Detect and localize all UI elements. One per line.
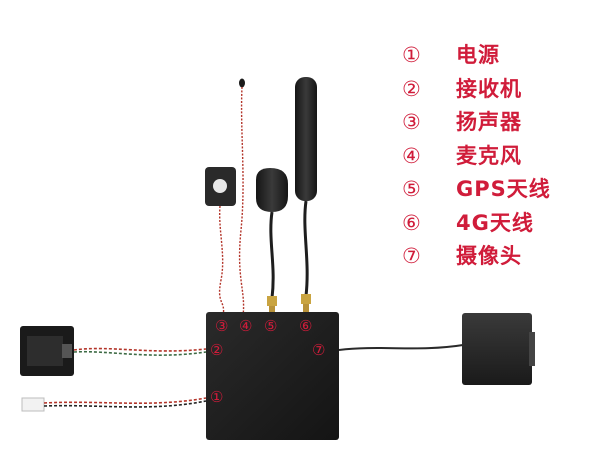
legend-item-microphone: ④ 麦克风 [402,143,582,177]
camera-device [338,313,535,385]
lte-antenna-device [295,77,317,315]
legend-label: 扬声器 [456,110,522,134]
legend-number: ④ [402,143,421,168]
legend-label: 4G天线 [456,210,534,235]
lte-connector-pin [303,304,309,315]
legend-item-gps-antenna: ⑤ GPS天线 [402,176,582,210]
gps-antenna-cable [269,211,275,299]
port-label-lte: ⑥ [299,317,313,335]
legend-label: 电源 [456,43,500,67]
legend-label: GPS天线 [456,177,551,201]
port-label-receiver: ② [210,341,224,359]
port-label-microphone: ④ [239,317,253,335]
legend-label: 接收机 [456,76,522,101]
legend-number: ⑥ [402,210,421,235]
legend-item-camera: ⑦ 摄像头 [402,243,582,277]
receiver-port [62,344,72,358]
receiver-wire-red [73,347,207,352]
legend: ① 电源 ② 接收机 ③ 扬声器 ④ 麦克风 ⑤ GPS天线 ⑥ 4G天线 ⑦ … [402,42,582,277]
microphone-wire [238,86,245,317]
power-plug [21,397,45,412]
gps-antenna-puck [256,168,288,212]
port-label-speaker: ③ [215,317,229,335]
legend-number: ① [402,43,421,67]
camera-lens-side [529,332,535,366]
legend-number: ⑤ [402,177,421,201]
legend-item-lte-antenna: ⑥ 4G天线 [402,210,582,244]
legend-label: 摄像头 [456,244,522,268]
power-wire-black [43,400,207,408]
power-connector-device [21,397,207,412]
legend-number: ③ [402,110,421,134]
microphone-head [239,78,245,88]
power-wire-red [43,397,207,405]
lte-connector-nut [301,294,311,304]
gps-antenna-device [256,168,288,315]
microphone-device [238,78,245,317]
main-controller-box [206,312,339,440]
receiver-wire-green [73,350,207,356]
speaker-hole [213,179,227,193]
legend-number: ② [402,76,421,101]
camera-body [462,313,532,385]
speaker-device [205,167,236,317]
lte-antenna-cable [303,200,309,297]
gps-connector-nut [267,296,277,306]
speaker-wire [218,205,225,317]
port-label-power: ① [210,388,224,406]
receiver-board [27,336,63,366]
legend-item-receiver: ② 接收机 [402,76,582,110]
lte-antenna-whip [295,77,317,201]
receiver-device [20,326,207,376]
legend-item-speaker: ③ 扬声器 [402,109,582,143]
legend-label: 麦克风 [456,143,522,168]
legend-item-power: ① 电源 [402,42,582,76]
camera-cable [338,344,464,351]
port-label-gps: ⑤ [264,317,278,335]
legend-number: ⑦ [402,244,421,268]
port-label-camera: ⑦ [312,341,326,359]
gps-connector-pin [269,306,275,315]
